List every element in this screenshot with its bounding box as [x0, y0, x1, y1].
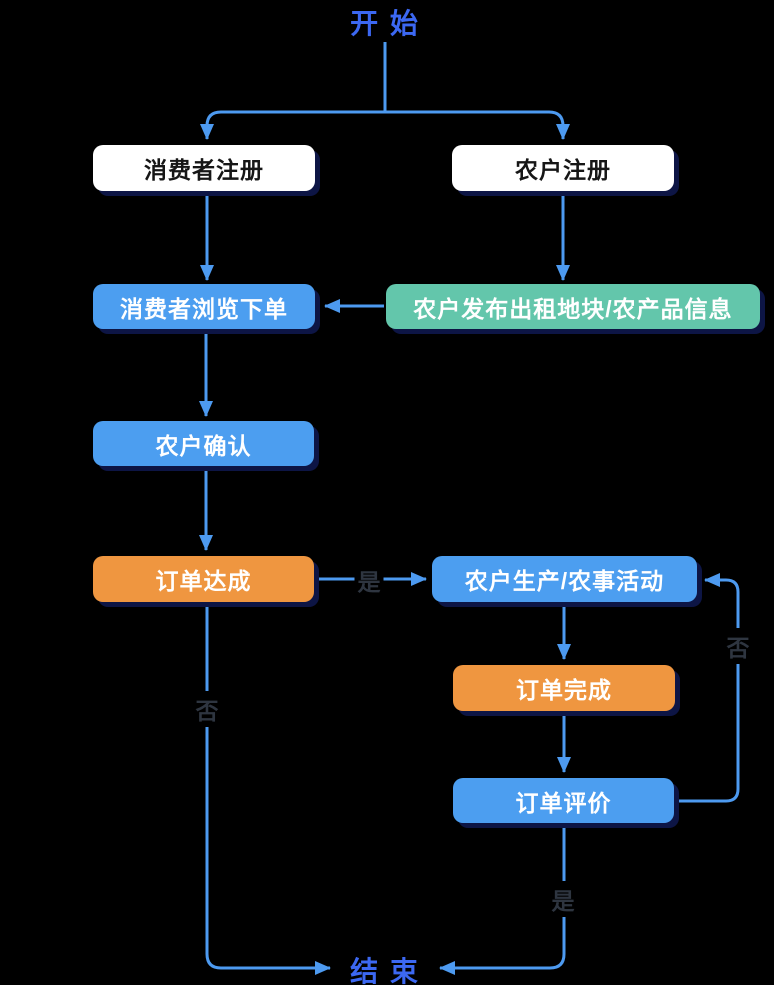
edge-review-no-loop: [675, 573, 740, 803]
edge-review-yes-to-end: [439, 825, 566, 975]
node-order-review: 订单评价: [453, 778, 674, 823]
node-order-reached: 订单达成: [93, 556, 314, 602]
edge-label-order-review-yes: 是: [548, 881, 578, 917]
node-consumer-register: 消费者注册: [93, 145, 315, 191]
node-farmer-publish-info: 农户发布出租地块/农产品信息: [386, 284, 760, 329]
edge-order-reached-no-to-end: [205, 604, 331, 975]
end-terminal: 结 束: [350, 956, 420, 985]
edge-label-order-reached-yes: 是: [354, 562, 384, 598]
start-terminal: 开 始: [350, 8, 420, 39]
node-farmer-confirm: 农户确认: [93, 421, 314, 466]
edge-start-to-consumer-register: [200, 110, 385, 140]
node-order-complete: 订单完成: [453, 665, 675, 711]
edge-start-to-farmer-register: [385, 110, 570, 140]
node-consumer-browse-order: 消费者浏览下单: [93, 284, 315, 329]
node-farmer-production: 农户生产/农事活动: [432, 556, 697, 602]
node-farmer-register: 农户注册: [452, 145, 674, 191]
edge-label-order-review-no: 否: [723, 628, 753, 664]
edge-label-order-reached-no: 否: [192, 691, 222, 727]
